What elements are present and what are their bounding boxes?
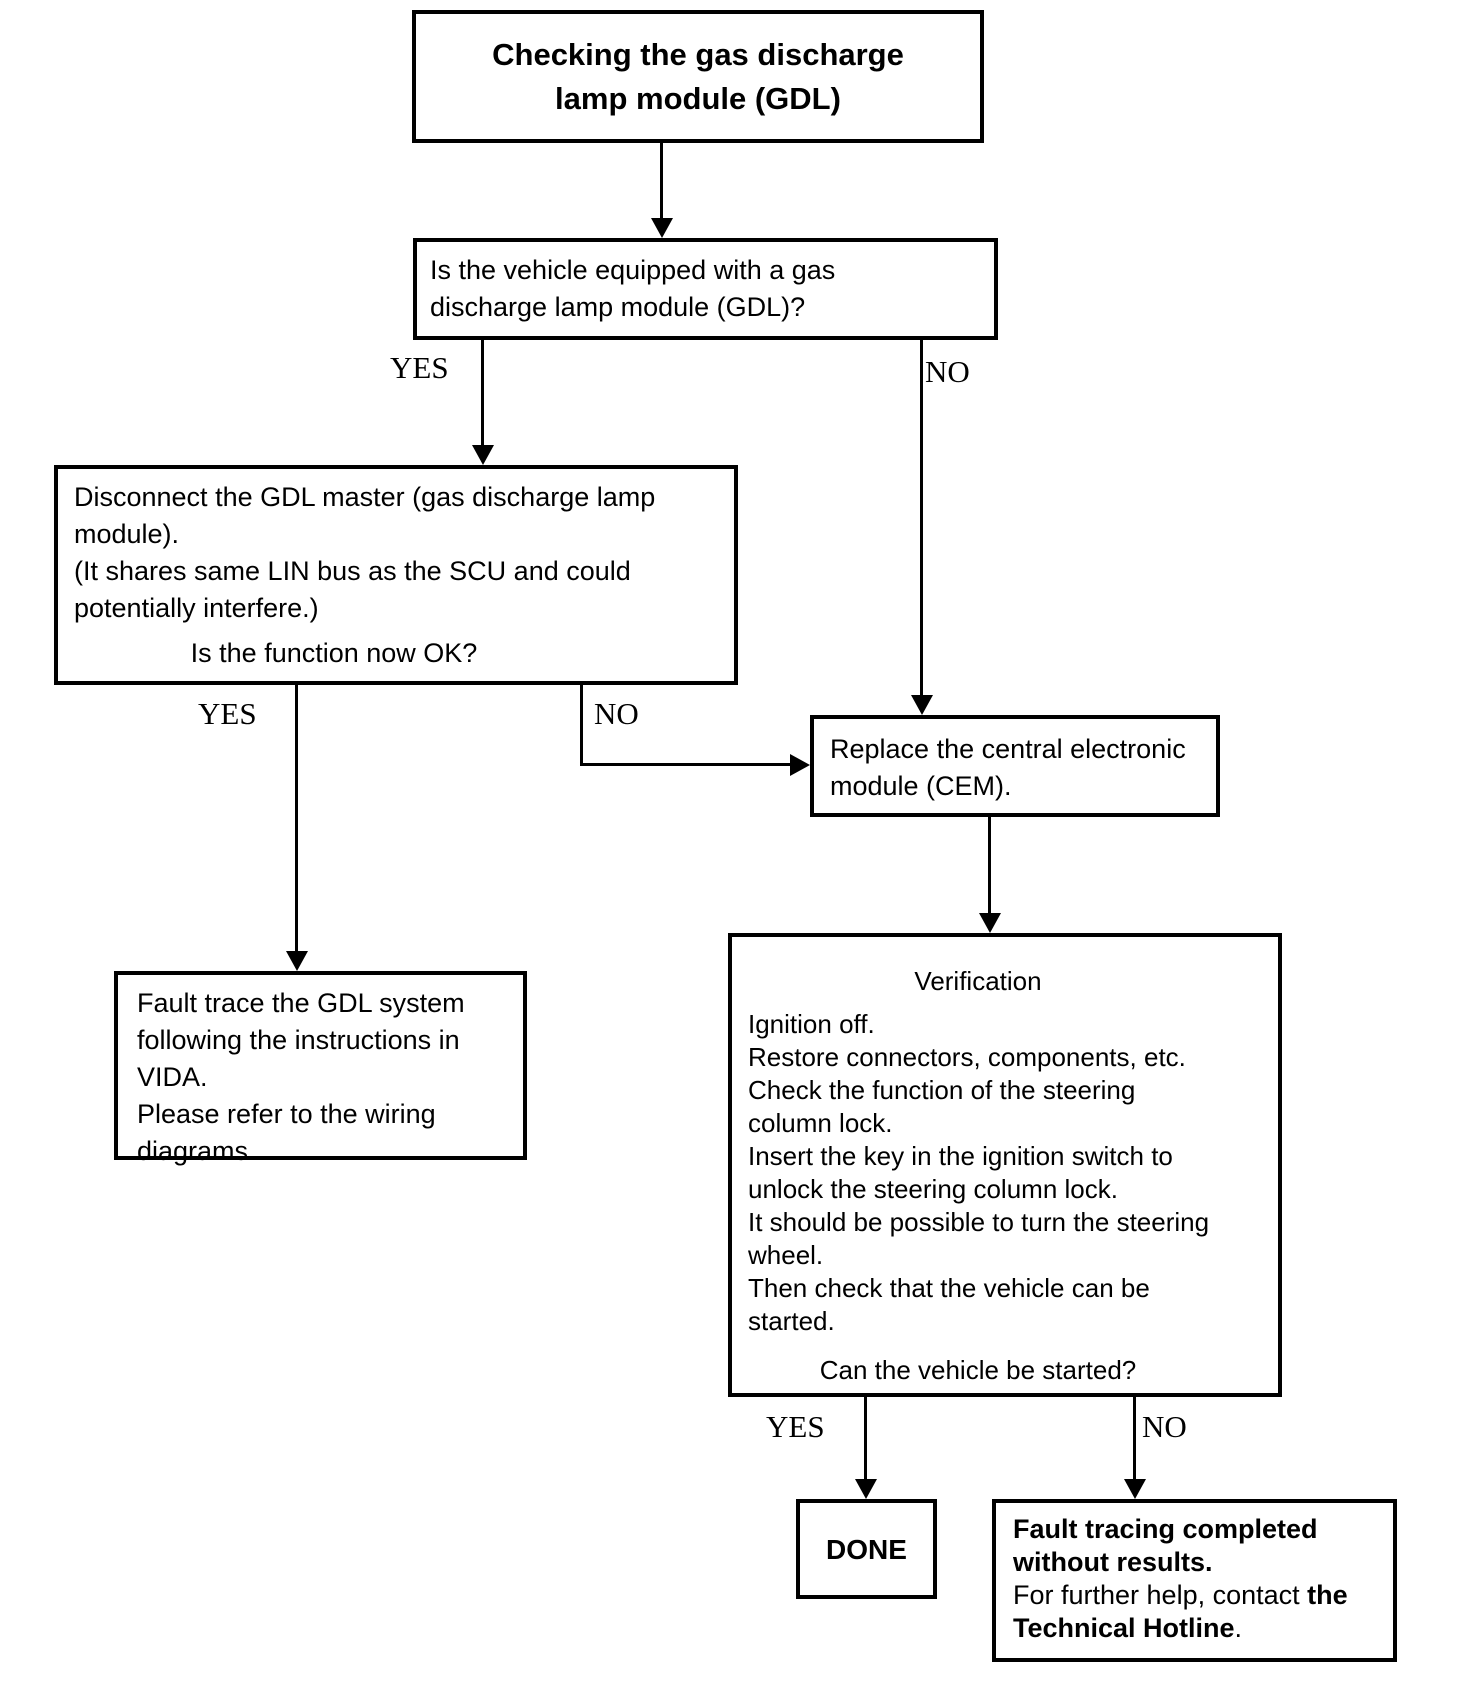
arrowhead-title-to-question-icon (651, 218, 673, 238)
connector-function-ok-no-horizontal (580, 763, 792, 766)
equipped-question-line-2: discharge lamp module (GDL)? (430, 292, 806, 322)
disconnect-line-3: (It shares same LIN bus as the SCU and c… (74, 556, 631, 586)
fault-trace-line-3: VIDA. (137, 1062, 208, 1092)
verification-line-7: It should be possible to turn the steeri… (748, 1207, 1210, 1237)
verification-line-9: Then check that the vehicle can be (748, 1273, 1150, 1303)
started-yes-label: YES (766, 1409, 825, 1444)
arrowhead-equipped-no-icon (911, 695, 933, 715)
hotline-result-box: Fault tracing completed without results.… (992, 1499, 1397, 1662)
verification-line-10: started. (748, 1306, 835, 1336)
equipped-yes-label: YES (390, 350, 449, 385)
result-line-3-bold: the (1307, 1580, 1348, 1610)
connector-function-ok-yes (295, 685, 298, 955)
fault-trace-box: Fault trace the GDL system following the… (114, 971, 527, 1166)
verification-line-3: Check the function of the steering (748, 1075, 1136, 1105)
verification-line-8: wheel. (748, 1240, 824, 1270)
function-ok-question: Is the function now OK? (190, 638, 478, 668)
connector-equipped-no (920, 340, 923, 700)
verification-line-4: column lock. (748, 1108, 893, 1138)
connector-cem-to-verification (988, 817, 991, 915)
started-question: Can the vehicle be started? (819, 1355, 1137, 1385)
fault-trace-line-4: Please refer to the wiring (137, 1099, 436, 1129)
verification-box: Verification Ignition off. Restore conne… (728, 933, 1282, 1397)
done-box: DONE (796, 1499, 937, 1599)
arrowhead-equipped-yes-icon (472, 445, 494, 465)
equipped-question-line-1: Is the vehicle equipped with a gas (430, 255, 836, 285)
function-ok-yes-label: YES (198, 696, 257, 731)
fault-trace-line-5: diagrams. (137, 1136, 256, 1166)
arrowhead-started-yes-icon (855, 1479, 877, 1499)
fault-trace-line-1: Fault trace the GDL system (137, 988, 465, 1018)
title-line-2: lamp module (GDL) (555, 80, 841, 116)
arrowhead-started-no-icon (1124, 1479, 1146, 1499)
equipped-no-label: NO (925, 354, 970, 389)
title-box: Checking the gas discharge lamp module (… (412, 10, 984, 143)
started-no-label: NO (1142, 1409, 1187, 1444)
result-line-4-bold: Technical Hotline (1013, 1613, 1235, 1643)
disconnect-gdl-box: Disconnect the GDL master (gas discharge… (54, 465, 738, 685)
result-line-2: without results. (1013, 1547, 1213, 1577)
result-line-4: Technical Hotline. (1013, 1612, 1393, 1645)
disconnect-line-1: Disconnect the GDL master (gas discharge… (74, 482, 656, 512)
equipped-question-box: Is the vehicle equipped with a gas disch… (413, 238, 998, 340)
done-label: DONE (826, 1533, 907, 1565)
connector-title-to-question (660, 143, 663, 220)
connector-equipped-yes (481, 340, 484, 450)
verification-title: Verification (914, 966, 1042, 996)
verification-line-6: unlock the steering column lock. (748, 1174, 1118, 1204)
disconnect-line-2: module). (74, 519, 180, 549)
verification-line-5: Insert the key in the ignition switch to (748, 1141, 1173, 1171)
arrowhead-function-ok-yes-icon (286, 951, 308, 971)
replace-cem-box: Replace the central electronic module (C… (810, 715, 1220, 817)
result-line-3: For further help, contact the (1013, 1579, 1393, 1612)
verification-line-2: Restore connectors, components, etc. (748, 1042, 1186, 1072)
replace-cem-line-1: Replace the central electronic (830, 734, 1186, 764)
result-line-1: Fault tracing completed (1013, 1514, 1318, 1544)
fault-trace-line-2: following the instructions in (137, 1025, 460, 1055)
connector-started-yes (864, 1397, 867, 1482)
disconnect-line-4: potentially interfere.) (74, 593, 319, 623)
replace-cem-line-2: module (CEM). (830, 771, 1012, 801)
arrowhead-function-ok-no-icon (790, 754, 810, 776)
arrowhead-cem-to-verification-icon (979, 913, 1001, 933)
connector-started-no (1133, 1397, 1136, 1482)
verification-line-1: Ignition off. (748, 1009, 875, 1039)
function-ok-no-label: NO (594, 696, 639, 731)
title-line-1: Checking the gas discharge (492, 36, 904, 72)
result-line-3-regular: For further help, contact (1013, 1580, 1308, 1610)
connector-function-ok-no-vertical (580, 685, 583, 766)
result-line-4-regular: . (1234, 1613, 1243, 1643)
